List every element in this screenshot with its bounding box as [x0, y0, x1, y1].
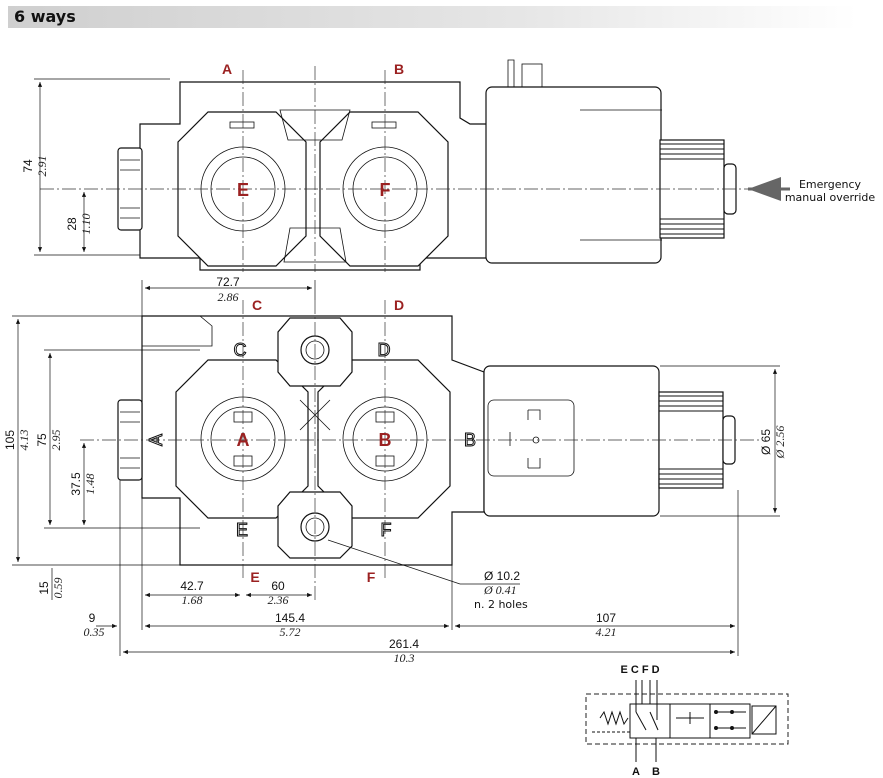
dim-145-mm: 145.4 — [275, 611, 305, 625]
dim-9-in: 0.35 — [84, 625, 105, 639]
cast-letter-b: B — [464, 430, 476, 450]
section-title: 6 ways — [14, 7, 76, 26]
port-label-b-top: B — [394, 61, 404, 77]
schematic-top-labels: E C F D — [620, 664, 659, 676]
port-label-c: C — [252, 297, 262, 313]
dim-height-in: 2.91 — [35, 156, 49, 177]
dim-105-in: 4.13 — [17, 430, 31, 451]
section-header: 6 ways — [8, 6, 858, 28]
dim-72-in: 2.86 — [218, 290, 239, 304]
dim-15-in: 0.59 — [51, 578, 65, 599]
port-label-e-top: E — [237, 180, 249, 200]
dim-72-mm: 72.7 — [216, 275, 240, 289]
cast-letter-d: D — [378, 340, 391, 360]
port-label-a-top: A — [222, 61, 232, 77]
cast-letter-e: E — [236, 520, 248, 540]
dim-107-in: 4.21 — [596, 625, 617, 639]
dim-75-mm: 75 — [35, 433, 49, 447]
dim-75-in: 2.95 — [49, 430, 63, 451]
emergency-note-line2: manual override — [785, 191, 876, 204]
dim-15-mm: 15 — [37, 581, 51, 595]
dim-261-mm: 261.4 — [389, 637, 419, 651]
port-label-e: E — [250, 569, 259, 585]
port-label-d: D — [394, 297, 404, 313]
cast-letter-c: C — [234, 340, 247, 360]
dim-105-mm: 105 — [3, 430, 17, 450]
cast-letter-f: F — [381, 520, 392, 540]
dim-60-in: 2.36 — [268, 593, 289, 607]
top-view: A B E F 74 2.91 28 1.10 Emergency manual… — [21, 59, 876, 272]
port-label-f-top: F — [380, 180, 391, 200]
hydraulic-schematic: E C F D A B — [585, 664, 789, 778]
port-label-b: B — [379, 430, 392, 450]
dim-37-in: 1.48 — [83, 474, 97, 495]
dim-hole-mm: Ø 10.2 — [484, 569, 520, 583]
dim-coil-in: Ø 2.56 — [773, 426, 787, 460]
dim-42-in: 1.68 — [182, 593, 203, 607]
dim-42-mm: 42.7 — [180, 579, 204, 593]
dim-hole-count: n. 2 holes — [474, 598, 528, 611]
port-label-f: F — [367, 569, 376, 585]
emergency-note-line1: Emergency — [799, 178, 862, 191]
dim-coil-mm: Ø 65 — [759, 429, 773, 455]
dim-hole-in: Ø 0.41 — [483, 583, 517, 597]
schematic-label-a: A — [632, 766, 640, 778]
dim-145-in: 5.72 — [280, 625, 301, 639]
dim-60-mm: 60 — [271, 579, 285, 593]
port-label-a: A — [237, 430, 250, 450]
dim-center-in: 1.10 — [79, 214, 93, 235]
dim-107-mm: 107 — [596, 611, 616, 625]
dim-261-in: 10.3 — [394, 651, 415, 665]
dim-9-mm: 9 — [89, 611, 96, 625]
dim-center-mm: 28 — [65, 217, 79, 231]
front-view: C D A B E F — [3, 275, 787, 665]
dim-height-mm: 74 — [21, 159, 35, 173]
schematic-label-b: B — [652, 766, 660, 778]
dim-37-mm: 37.5 — [69, 472, 83, 496]
